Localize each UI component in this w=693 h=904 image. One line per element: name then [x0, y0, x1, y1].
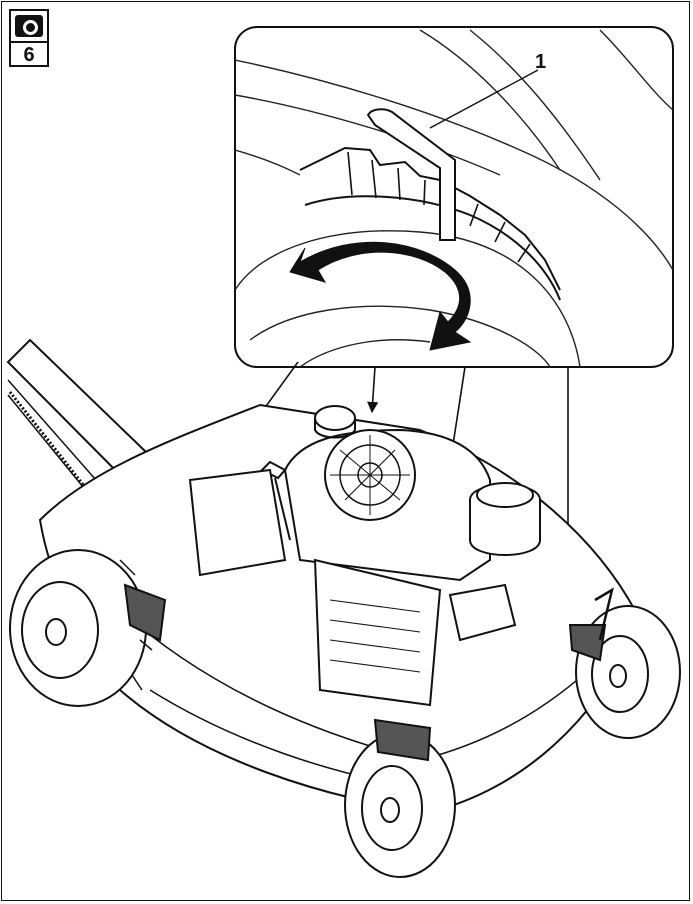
lawn-mower: [6, 338, 681, 878]
callout-1-label: 1: [535, 51, 547, 73]
camera-icon: [15, 15, 43, 37]
badge-divider: [11, 41, 47, 43]
figure-number: 6: [23, 44, 35, 66]
detail-inset: [234, 26, 674, 368]
figure-badge: 6: [9, 9, 49, 67]
